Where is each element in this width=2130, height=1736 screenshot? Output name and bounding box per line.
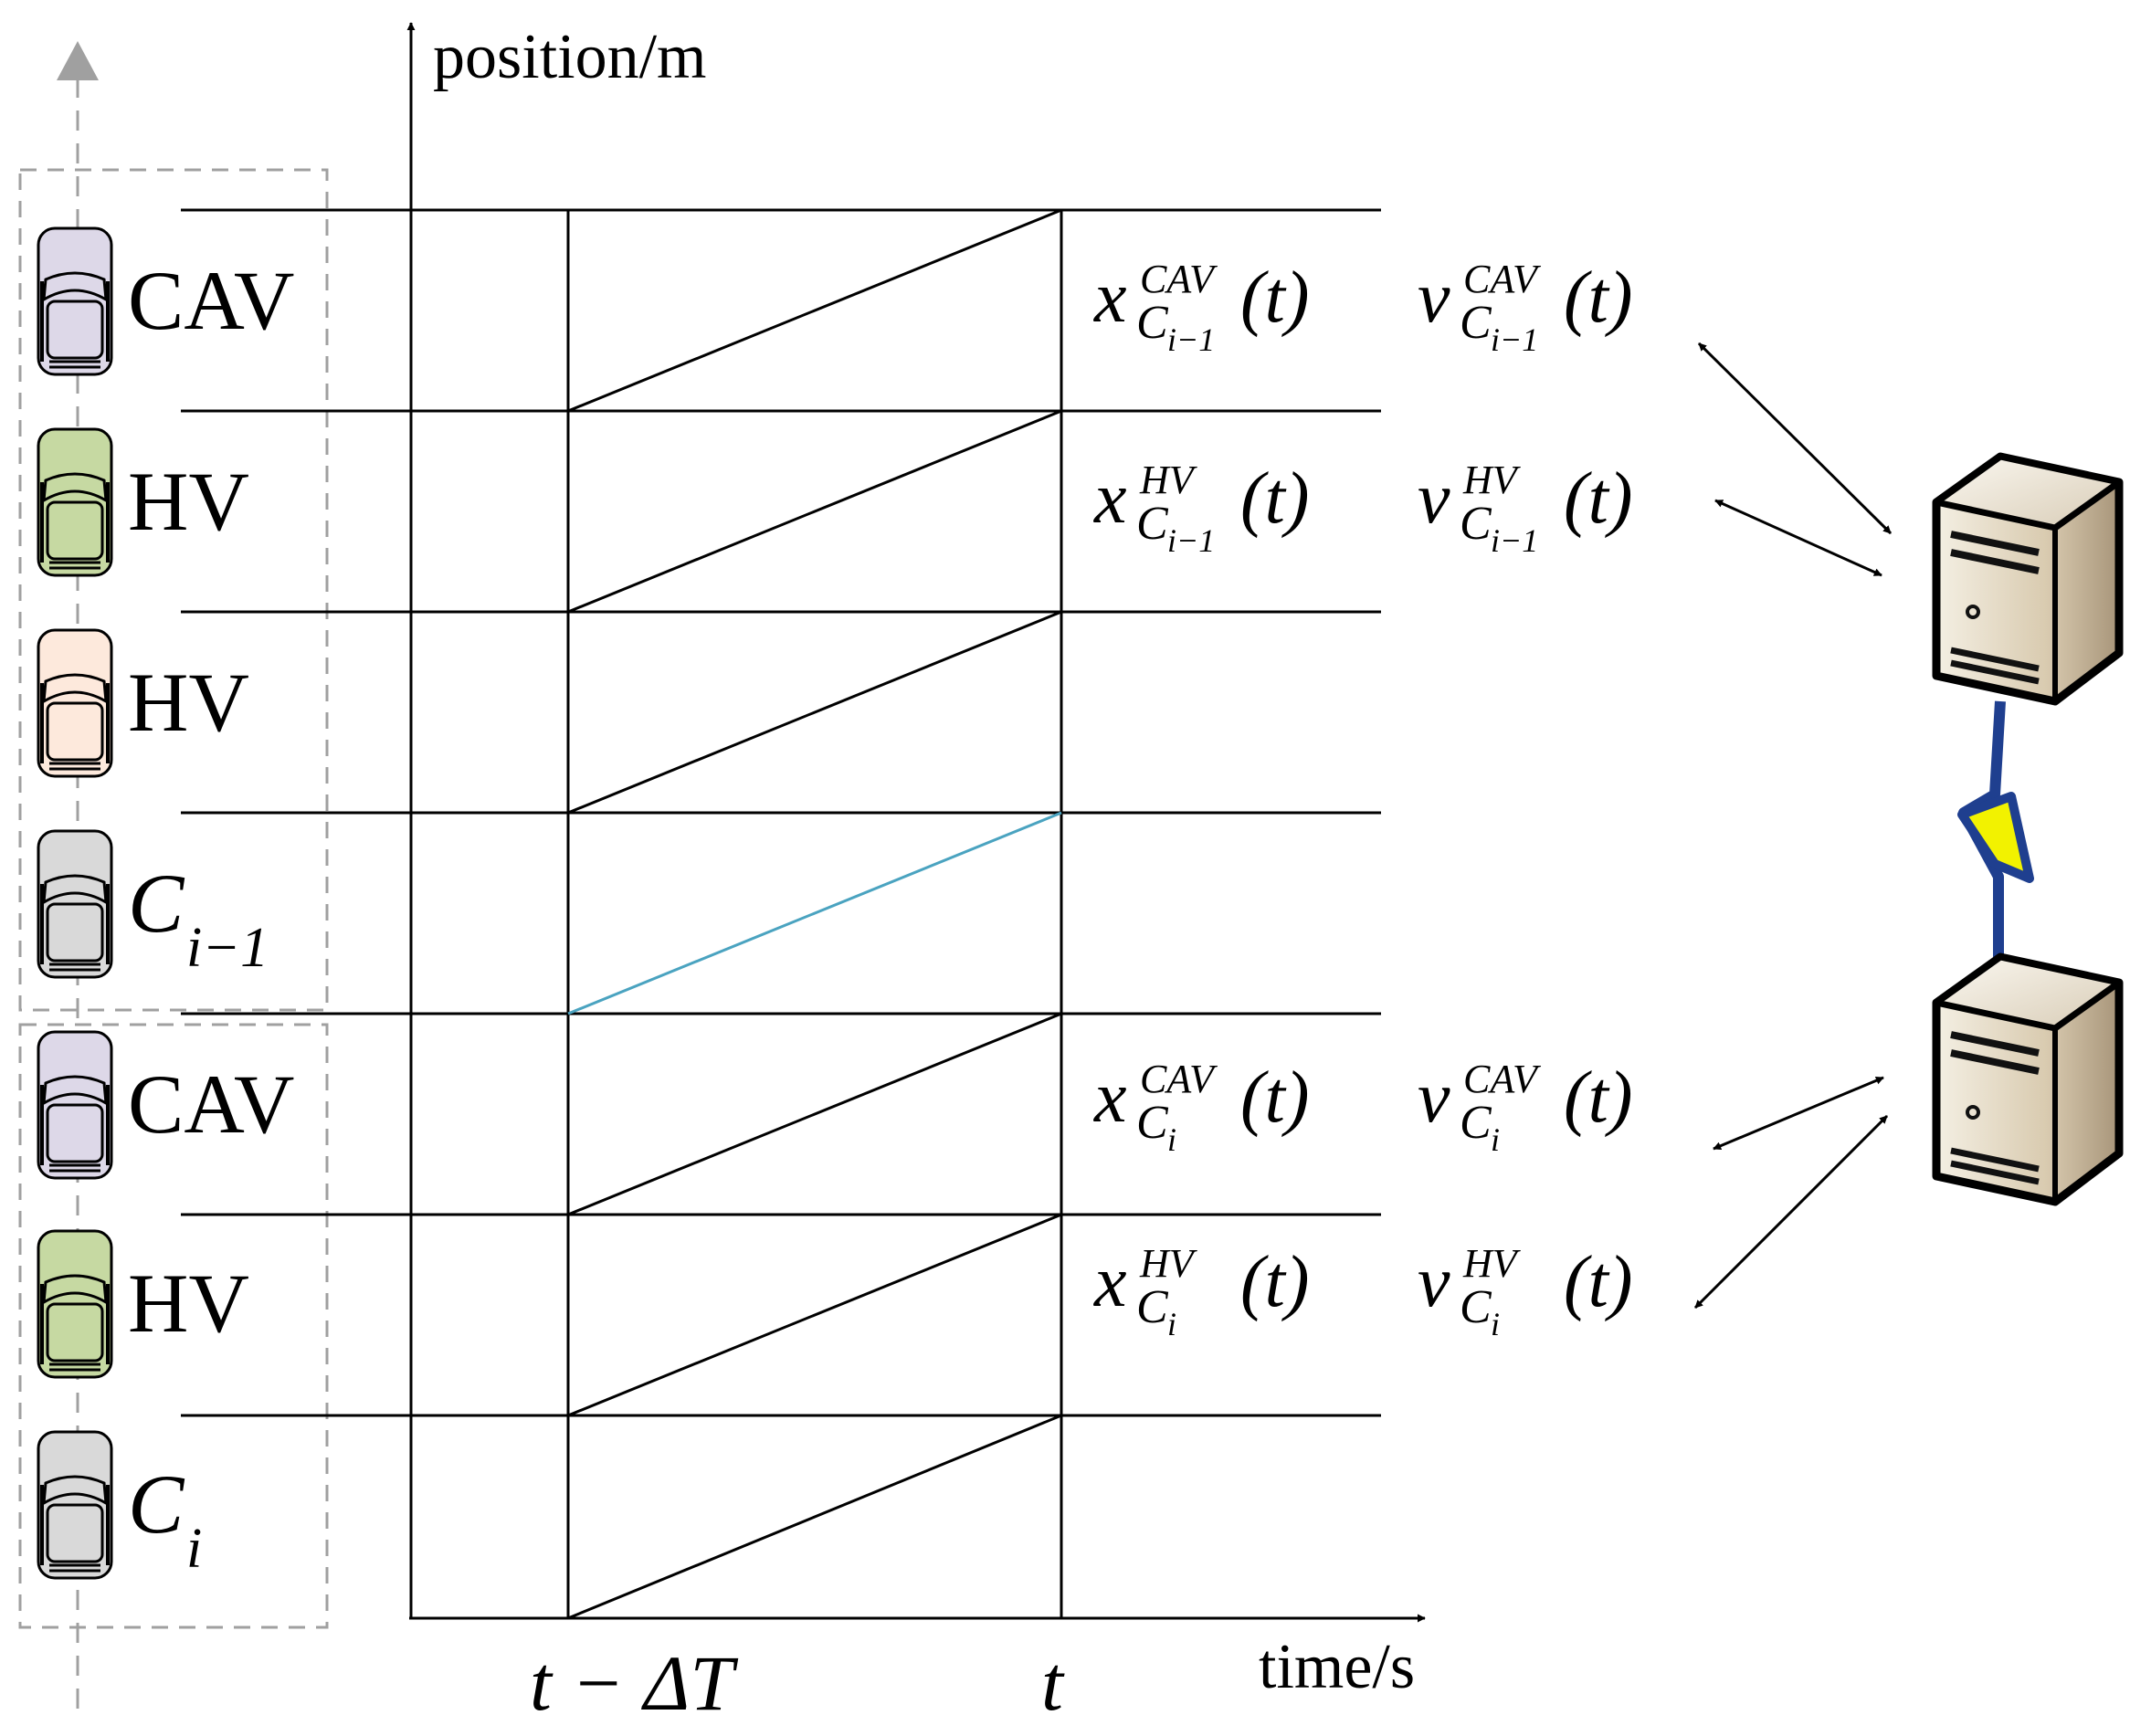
- svg-text:C: C: [1136, 297, 1169, 349]
- svg-text:i: i: [1167, 1306, 1176, 1342]
- car-icon: [37, 1430, 113, 1580]
- svg-text:i: i: [1167, 1121, 1176, 1158]
- car-icon: [37, 427, 113, 577]
- vehicle-label: HV: [128, 1257, 249, 1350]
- svg-text:CAV: CAV: [1140, 257, 1218, 301]
- svg-text:(t): (t): [1564, 1057, 1633, 1138]
- vehicle-label: HV: [128, 656, 249, 749]
- svg-text:v: v: [1418, 258, 1450, 338]
- svg-text:CAV: CAV: [1140, 1057, 1218, 1101]
- group-box-upper: [18, 168, 329, 1012]
- vehicle-item: HV: [37, 427, 249, 577]
- trajectory-line-highlighted: [567, 811, 1062, 1015]
- car-icon: [37, 226, 113, 376]
- svg-text:HV: HV: [1139, 458, 1198, 502]
- svg-text:i−1: i−1: [1167, 522, 1215, 559]
- trajectory-line: [567, 1213, 1062, 1417]
- x-tick-t: t: [1041, 1639, 1065, 1727]
- vehicle-label: CAV: [128, 254, 294, 347]
- svg-text:x: x: [1093, 1242, 1127, 1322]
- svg-text:(t): (t): [1240, 1057, 1310, 1138]
- vehicle-item: HV: [37, 628, 249, 778]
- vehicle-item: HV: [37, 1229, 249, 1379]
- svg-text:(t): (t): [1564, 458, 1633, 539]
- lightning-icon: [1957, 792, 2034, 883]
- vehicle-item: CAV: [37, 226, 294, 376]
- svg-text:C: C: [1136, 1097, 1169, 1149]
- comm-arrow-2: [1714, 499, 1882, 577]
- y-axis-label: position/m: [433, 22, 706, 92]
- svg-text:C: C: [1460, 498, 1492, 550]
- car-icon: [37, 829, 113, 979]
- vehicle-label: C: [128, 857, 185, 950]
- group-box-lower: [18, 1023, 329, 1629]
- svg-text:v: v: [1418, 1057, 1450, 1138]
- x-axis-label: time/s: [1259, 1632, 1415, 1702]
- vehicle-item: CAV: [37, 1030, 294, 1180]
- svg-text:i−1: i−1: [1491, 522, 1538, 559]
- svg-text:HV: HV: [1462, 458, 1522, 502]
- trajectory-grid: [181, 208, 1381, 1620]
- trajectory-line: [567, 1414, 1062, 1620]
- trajectory-line: [567, 208, 1062, 413]
- vehicle-label: C: [128, 1457, 185, 1551]
- svg-text:C: C: [1136, 1281, 1169, 1333]
- axes: position/m time/s t − ΔT t: [406, 22, 1426, 1727]
- car-icon: [37, 628, 113, 778]
- svg-text:i−1: i−1: [1491, 321, 1538, 358]
- svg-text:x: x: [1093, 458, 1127, 539]
- svg-text:(t): (t): [1240, 258, 1310, 338]
- vehicle-label: HV: [128, 455, 249, 548]
- trajectory-line: [567, 610, 1062, 815]
- svg-text:CAV: CAV: [1463, 1057, 1542, 1101]
- server-icon: [1932, 952, 2124, 1206]
- svg-text:C: C: [1136, 498, 1169, 550]
- svg-text:v: v: [1418, 458, 1450, 539]
- car-icon: [37, 1229, 113, 1379]
- trajectory-line: [567, 409, 1062, 614]
- svg-text:x: x: [1093, 258, 1127, 338]
- svg-text:CAV: CAV: [1463, 257, 1542, 301]
- x-tick-t-minus-deltaT: t − ΔT: [530, 1639, 738, 1727]
- svg-text:C: C: [1460, 1281, 1492, 1333]
- comm-arrow-3: [1713, 1076, 1884, 1151]
- wireless-link: [1957, 700, 2034, 992]
- communication-arrows: [1693, 342, 1893, 1310]
- svg-text:v: v: [1418, 1242, 1450, 1322]
- server-icon: [1932, 452, 2124, 706]
- svg-text:(t): (t): [1240, 1242, 1310, 1322]
- svg-text:(t): (t): [1564, 258, 1633, 338]
- svg-text:i: i: [1491, 1121, 1500, 1158]
- svg-text:i: i: [1491, 1306, 1500, 1342]
- trajectory-line: [567, 1012, 1062, 1216]
- svg-text:x: x: [1093, 1057, 1127, 1138]
- svg-text:(t): (t): [1240, 458, 1310, 539]
- svg-text:C: C: [1460, 1097, 1492, 1149]
- car-icon: [37, 1030, 113, 1180]
- vehicle-label-subscript: i−1: [186, 917, 269, 979]
- svg-text:C: C: [1460, 297, 1492, 349]
- svg-text:(t): (t): [1564, 1242, 1633, 1322]
- vehicle-label: CAV: [128, 1057, 294, 1151]
- comm-arrow-4: [1693, 1114, 1889, 1310]
- svg-text:HV: HV: [1462, 1241, 1522, 1286]
- vehicle-label-subscript: i: [186, 1518, 202, 1580]
- svg-text:HV: HV: [1139, 1241, 1198, 1286]
- svg-text:i−1: i−1: [1167, 321, 1215, 358]
